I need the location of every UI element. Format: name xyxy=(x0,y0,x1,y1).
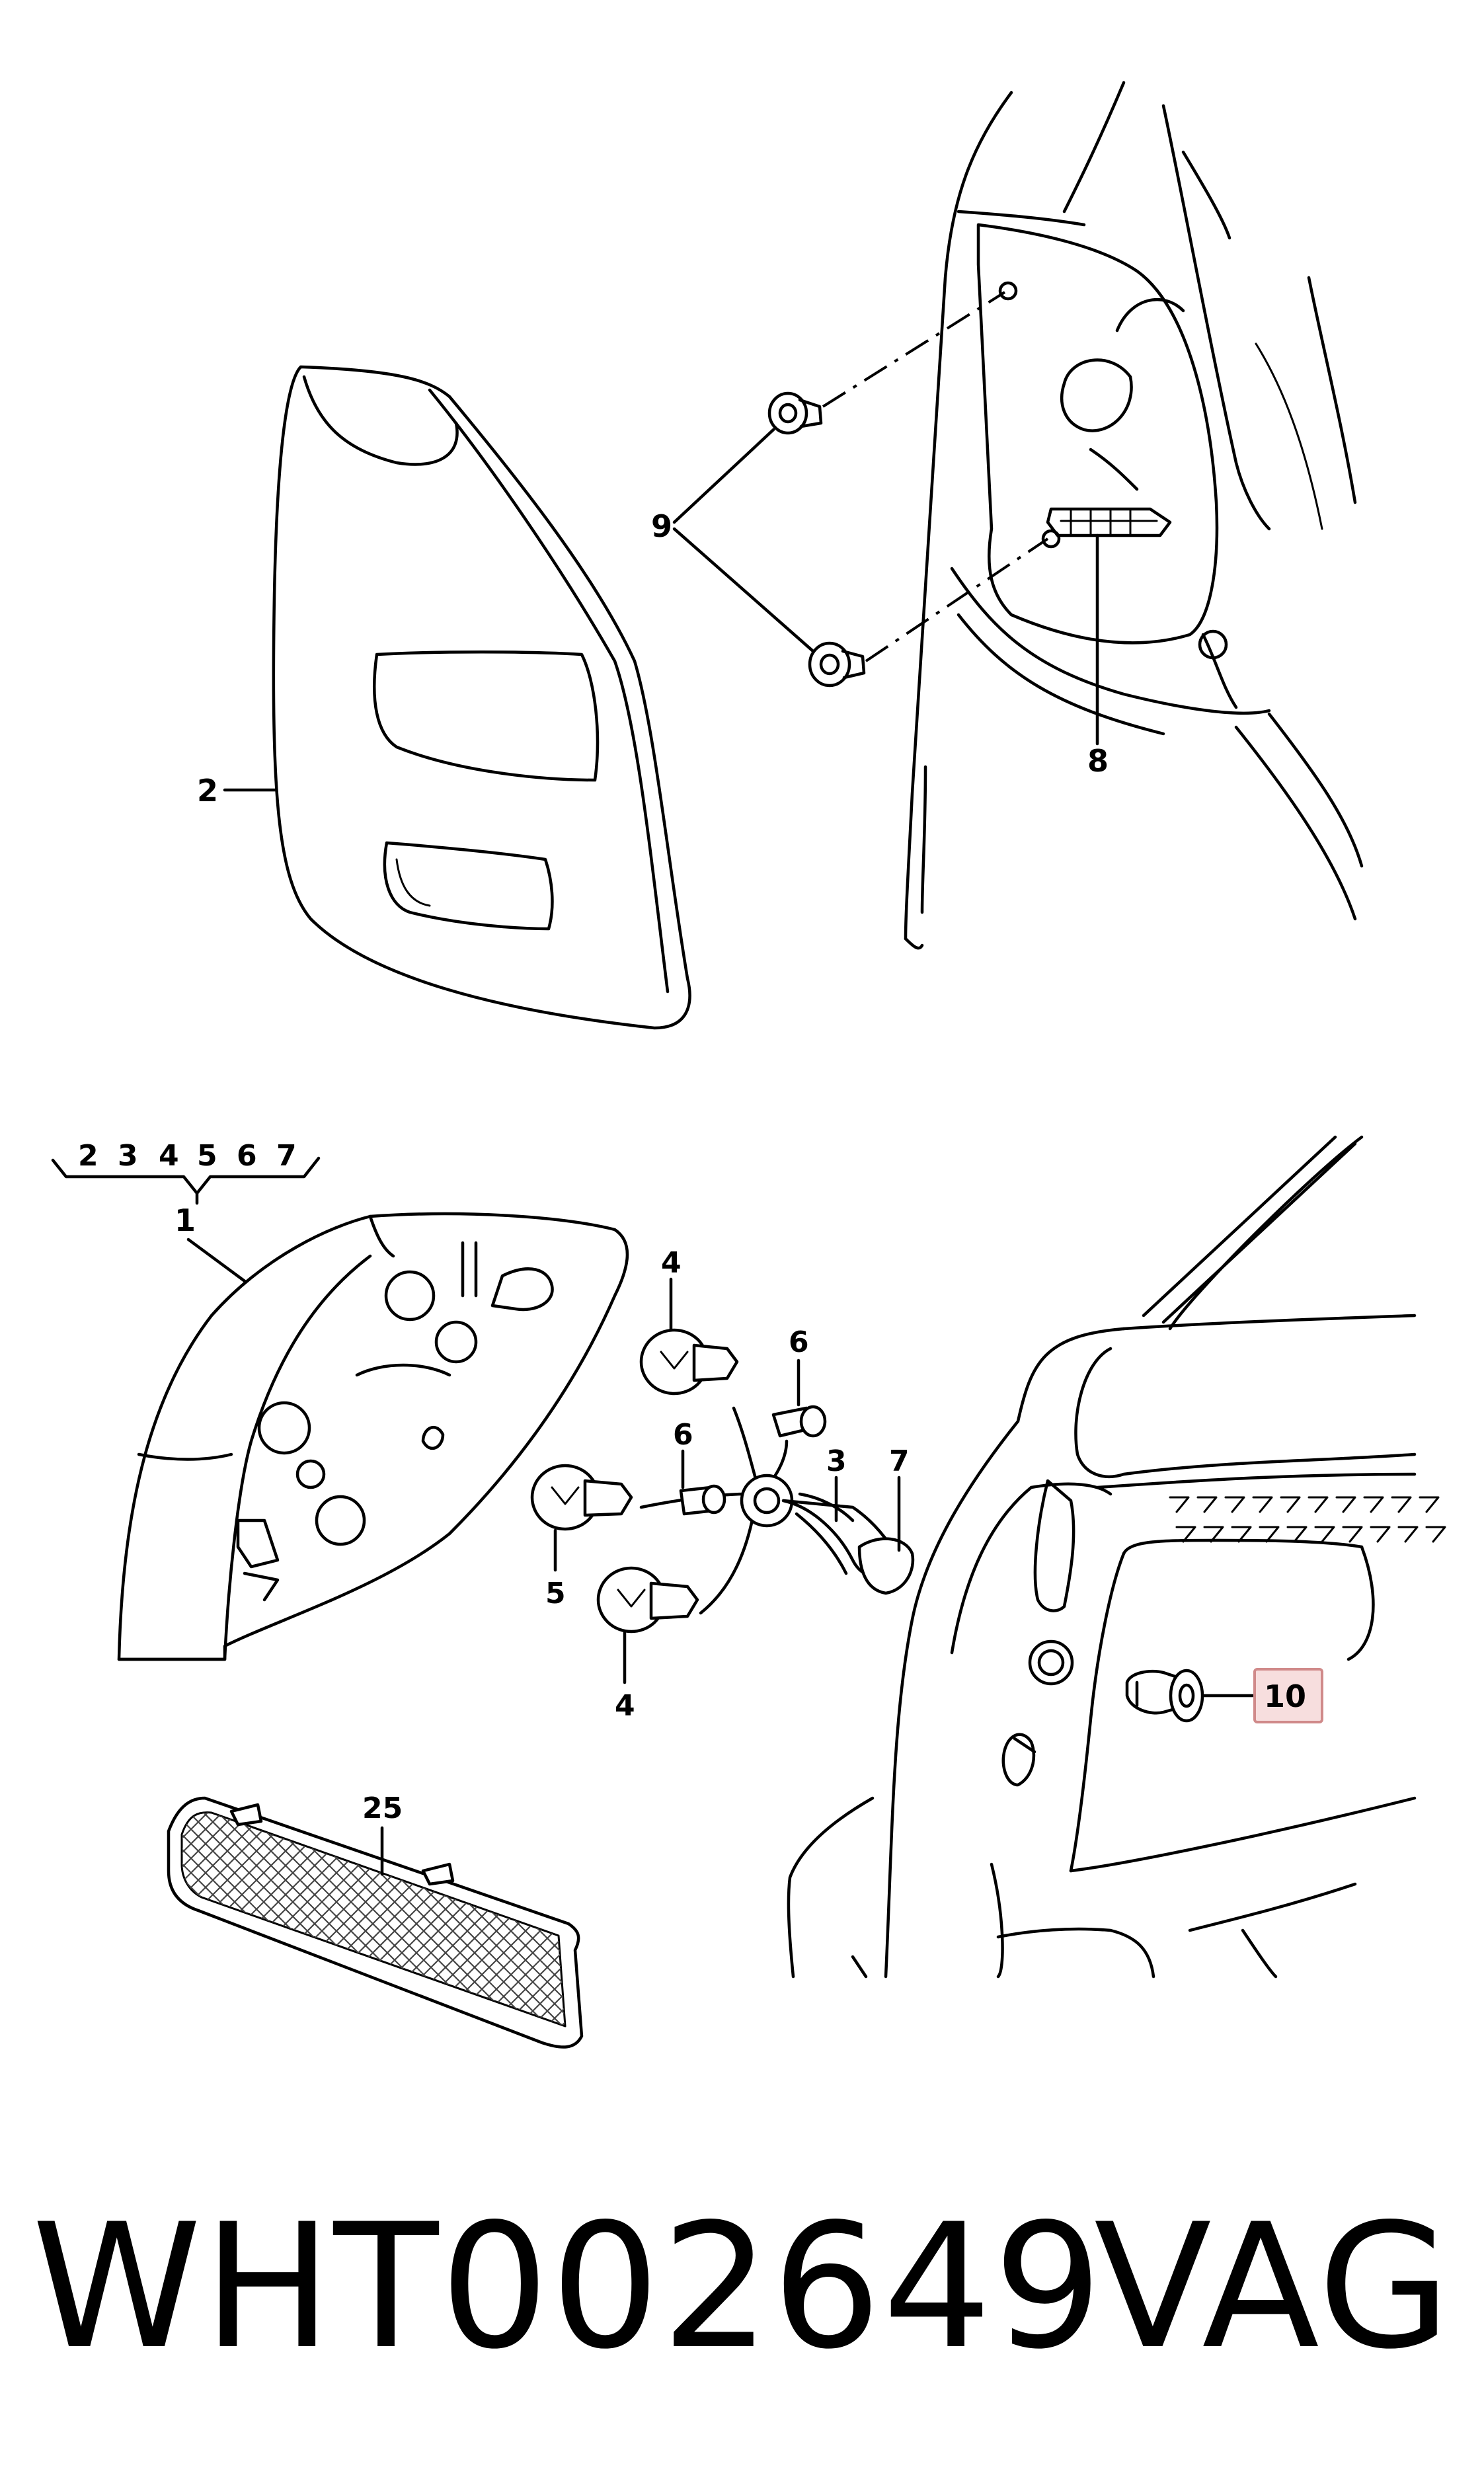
callout-7: 7 xyxy=(889,1444,910,1478)
rear-interior-body xyxy=(787,1135,1446,1979)
tail-light-housing-rear xyxy=(117,1212,629,1661)
part-number-footer: WHT002649 VAG xyxy=(0,2182,1484,2393)
callout-2: 2 xyxy=(197,773,218,808)
callout-3: 3 xyxy=(826,1444,847,1478)
bulb-4-lower xyxy=(596,1566,699,1634)
nut-lower xyxy=(808,641,866,688)
group-label-1: 3 xyxy=(118,1139,138,1173)
brand-name: VAG xyxy=(1094,2187,1452,2387)
bulb-5 xyxy=(530,1464,633,1531)
group-label-5: 7 xyxy=(276,1139,297,1173)
rear-body-opening xyxy=(904,81,1364,950)
connector-bracket xyxy=(1046,507,1172,537)
callout-10: 10 xyxy=(1264,1678,1306,1714)
callout-4-lower: 4 xyxy=(615,1689,635,1723)
callout-8: 8 xyxy=(1087,743,1109,779)
bulb-6-lower xyxy=(679,1484,726,1516)
callout-25: 25 xyxy=(362,1792,403,1825)
bulb-4-upper xyxy=(639,1328,739,1396)
group-label-3: 5 xyxy=(197,1139,217,1173)
callout-6-lower: 6 xyxy=(673,1418,693,1452)
callout-5: 5 xyxy=(545,1577,566,1610)
plug-grommet xyxy=(1125,1669,1204,1723)
part-number: WHT002649 xyxy=(32,2187,1104,2387)
callout-10-highlight xyxy=(1253,1668,1323,1723)
callout-1: 1 xyxy=(175,1202,196,1238)
group-bracket xyxy=(51,1156,321,1205)
group-label-0: 2 xyxy=(78,1139,98,1173)
bulb-6-upper xyxy=(771,1405,827,1438)
callout-6-upper: 6 xyxy=(789,1325,809,1359)
tail-light-lens xyxy=(272,365,691,1030)
callout-4-upper: 4 xyxy=(661,1246,682,1280)
nut-upper xyxy=(767,391,823,435)
group-label-2: 4 xyxy=(159,1139,179,1173)
group-label-4: 6 xyxy=(237,1139,257,1173)
callout-9: 9 xyxy=(651,508,672,544)
